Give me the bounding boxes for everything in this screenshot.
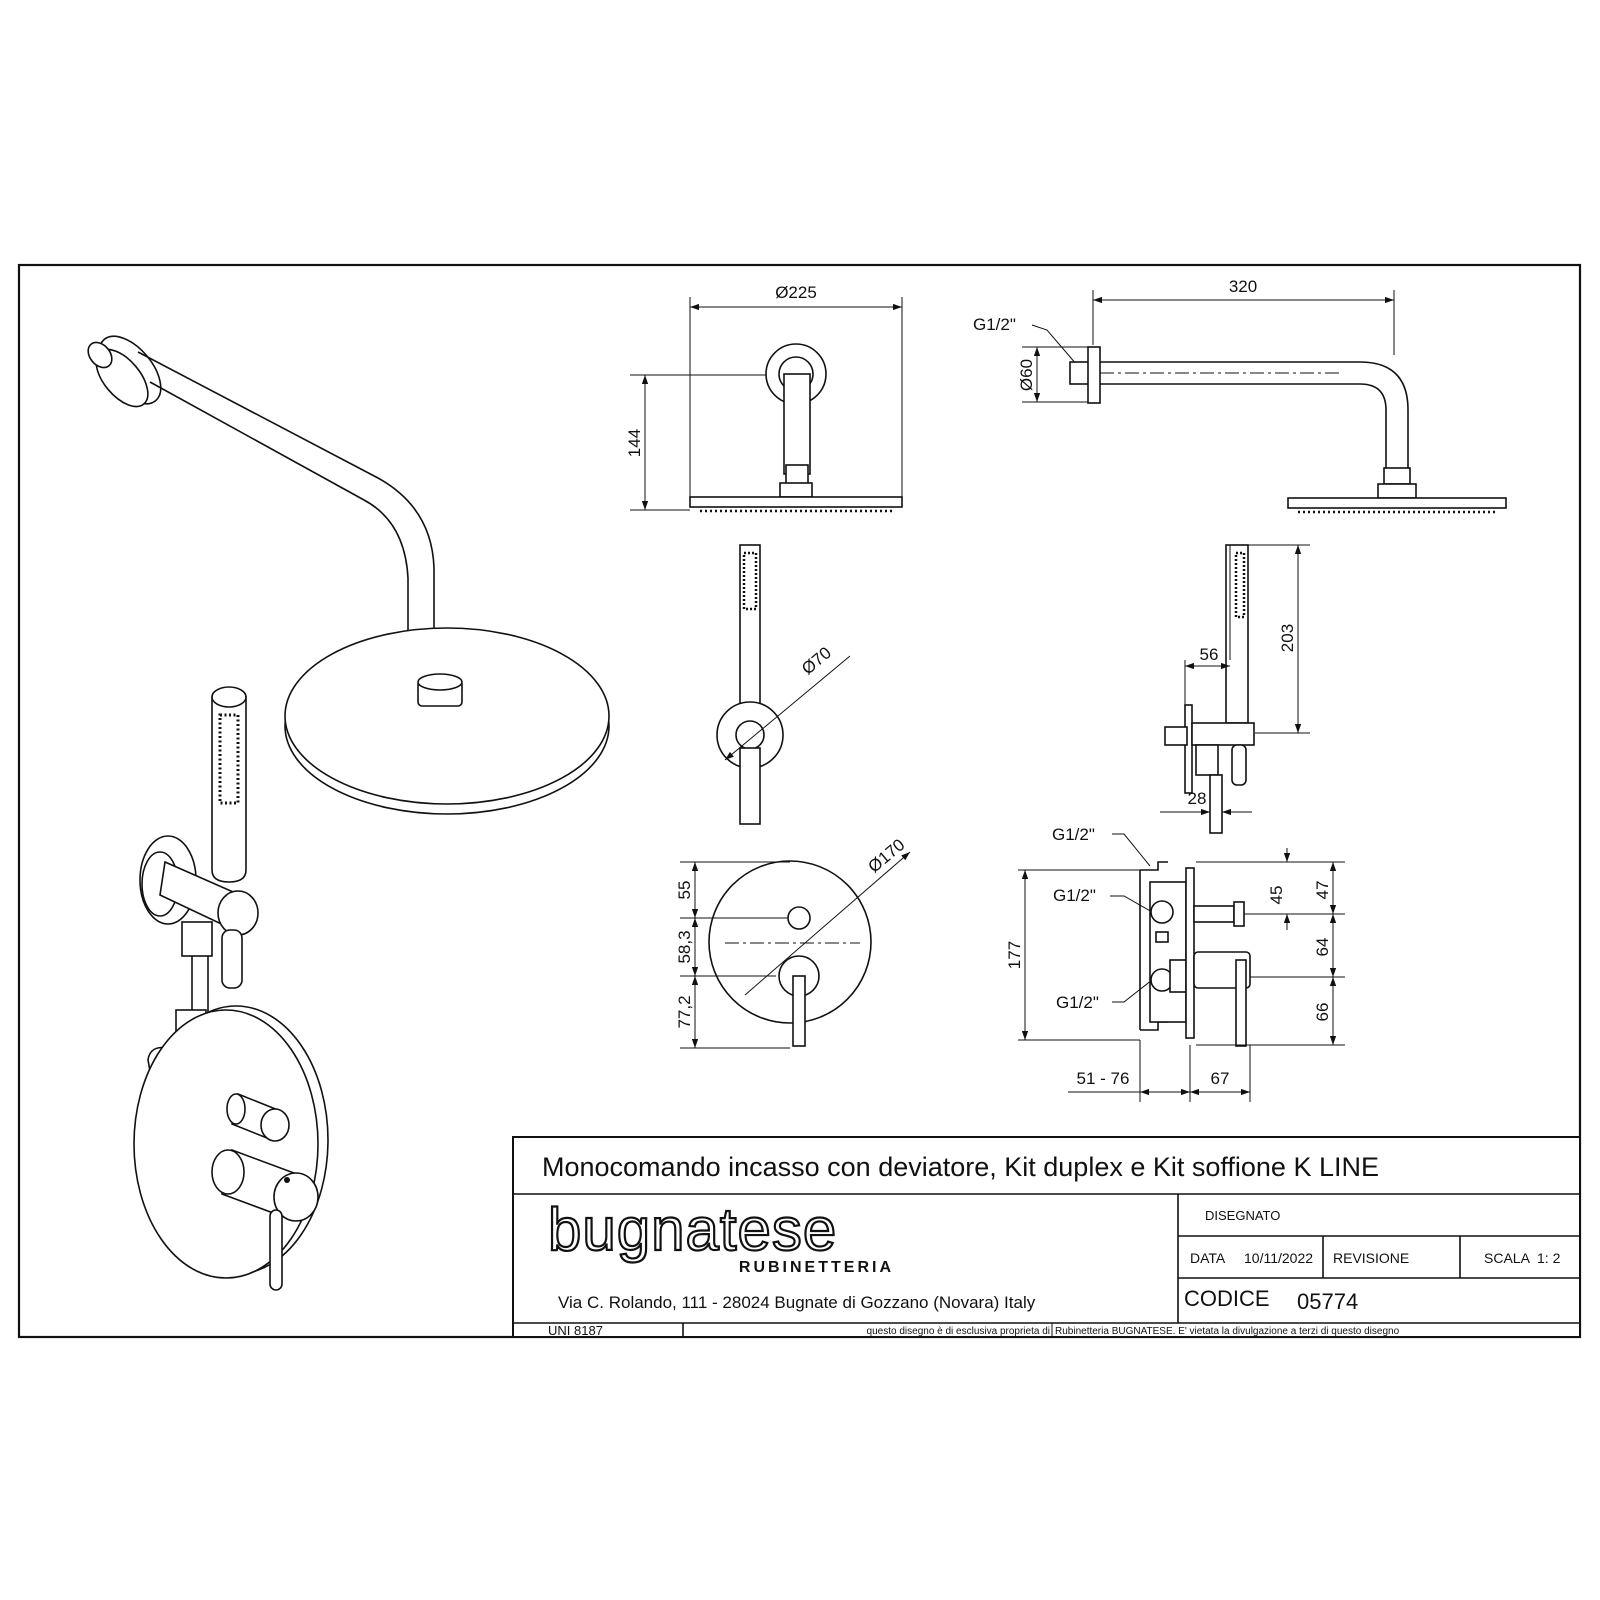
label-body-thread-top: G1/2" bbox=[1052, 825, 1095, 844]
label-body-thread-mid: G1/2" bbox=[1053, 886, 1096, 905]
company-address: Via C. Rolando, 111 - 28024 Bugnate di G… bbox=[558, 1293, 1036, 1312]
view-head-front: Ø225 144 bbox=[625, 283, 903, 513]
dim-body-45: 45 bbox=[1267, 886, 1286, 905]
dim-plate-diameter: Ø170 bbox=[864, 835, 908, 876]
disclaimer-left: questo disegno è di esclusiva proprieta … bbox=[867, 1326, 1050, 1337]
dim-body-height: 177 bbox=[1005, 941, 1024, 969]
dim-body-47: 47 bbox=[1313, 881, 1332, 900]
label-data: DATA bbox=[1190, 1250, 1226, 1266]
dim-body-66: 66 bbox=[1313, 1003, 1332, 1022]
dim-plate-mid: 58,3 bbox=[675, 930, 694, 963]
dim-hand-length: 203 bbox=[1278, 624, 1297, 652]
dim-head-diameter: Ø225 bbox=[775, 283, 817, 302]
drawing-title: Monocomando incasso con deviatore, Kit d… bbox=[542, 1152, 1379, 1182]
brand-subtitle: RUBINETTERIA bbox=[739, 1259, 894, 1276]
dim-body-depth: 51 - 76 bbox=[1077, 1069, 1130, 1088]
value-data: 10/11/2022 bbox=[1244, 1250, 1313, 1266]
dim-body-67: 67 bbox=[1211, 1069, 1230, 1088]
value-scala: 1: 2 bbox=[1537, 1250, 1561, 1266]
label-disegnato: DISEGNATO bbox=[1205, 1208, 1280, 1223]
view-mixer-front: Ø170 55 58,3 77,2 bbox=[675, 835, 911, 1049]
dim-head-height: 144 bbox=[625, 429, 644, 457]
label-body-thread-low: G1/2" bbox=[1056, 993, 1099, 1012]
title-block: Monocomando incasso con deviatore, Kit d… bbox=[512, 1136, 1581, 1338]
dim-body-64: 64 bbox=[1313, 938, 1332, 957]
label-revisione: REVISIONE bbox=[1333, 1250, 1409, 1266]
label-codice: CODICE bbox=[1184, 1286, 1270, 1311]
brand-logo: bugnatese bbox=[548, 1196, 837, 1263]
norm-reference: UNI 8187 bbox=[548, 1323, 603, 1338]
dim-holder-offset: 56 bbox=[1200, 645, 1219, 664]
dim-arm-length: 320 bbox=[1229, 277, 1257, 296]
isometric-assembly bbox=[87, 335, 610, 1291]
view-mixer-section: G1/2" G1/2" G1/2" 177 45 bbox=[1005, 825, 1345, 1102]
view-hand-side: 203 56 28 bbox=[1160, 544, 1310, 834]
dim-holder-depth: 28 bbox=[1188, 789, 1207, 808]
dim-plate-top: 55 bbox=[675, 881, 694, 900]
dim-plate-bottom: 77,2 bbox=[675, 995, 694, 1028]
view-hand-front: Ø70 bbox=[716, 544, 851, 825]
value-codice: 05774 bbox=[1297, 1289, 1358, 1314]
view-head-side: 320 G1/2" Ø60 bbox=[973, 277, 1507, 514]
disclaimer-right: Rubinetteria BUGNATESE. E' vietata la di… bbox=[1055, 1326, 1400, 1337]
dim-flange-diameter: Ø60 bbox=[1017, 359, 1036, 391]
label-scala: SCALA bbox=[1484, 1250, 1531, 1266]
label-arm-thread: G1/2" bbox=[973, 315, 1016, 334]
